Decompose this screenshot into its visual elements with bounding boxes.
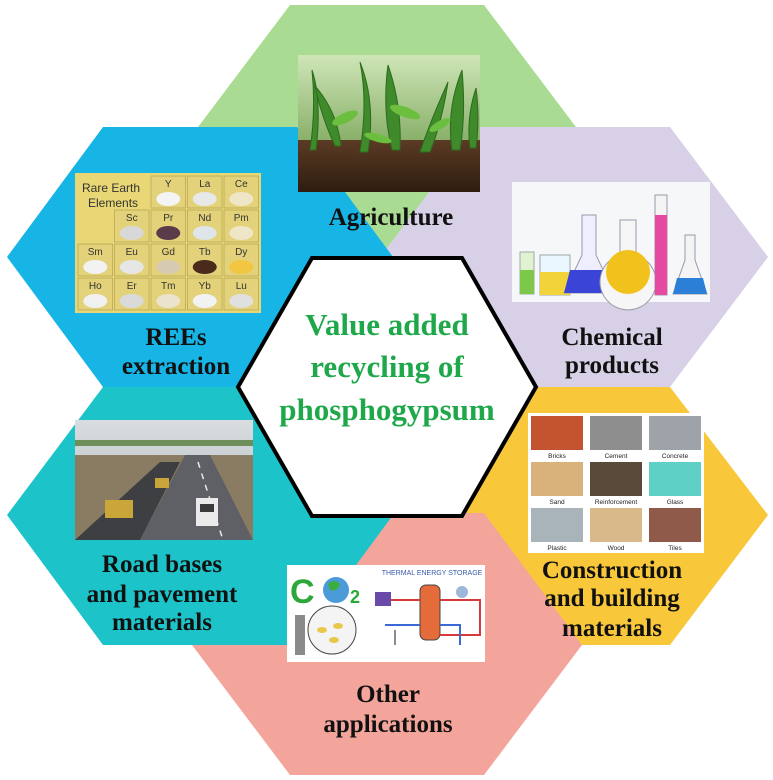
chemical-label-line1: Chemical (561, 324, 662, 351)
ree-cell-nd: Nd (187, 209, 223, 243)
center-title-line3: phosphogypsum (279, 392, 495, 427)
ree-symbol: Sm (88, 247, 103, 258)
center-title-line1: Value added (305, 307, 468, 342)
ree-symbol: Pr (163, 213, 174, 224)
rees-table-title-line1: Rare Earth (82, 181, 140, 195)
other-photo: C 2 THERMAL ENERGY STORAGE (287, 565, 485, 662)
ree-symbol: Eu (126, 247, 138, 258)
road-label-line3: materials (112, 609, 212, 636)
rees-label-line1: REEs (145, 324, 206, 351)
construction-label-line2: and building (544, 585, 680, 612)
rees-label-line2: extraction (122, 353, 230, 380)
ree-cell-pm: Pm (223, 209, 259, 243)
ree-cell-gd: Gd (150, 243, 186, 277)
construction-photo: Bricks Cement Concrete Sand Reinforcemen… (528, 413, 704, 553)
material-cement: Cement (605, 453, 628, 460)
ree-symbol: Gd (162, 247, 175, 258)
ree-symbol: Tb (199, 247, 211, 258)
hex-center (235, 256, 539, 518)
ree-cell-sm: Sm (77, 243, 113, 277)
ree-cell-ce: Ce (223, 175, 259, 209)
ree-symbol: La (199, 179, 211, 190)
ree-symbol: Yb (199, 281, 212, 292)
material-tiles-row3 (531, 508, 701, 542)
ree-symbol: Nd (198, 213, 211, 224)
ree-cell-yb: Yb (187, 277, 223, 311)
material-plastic: Plastic (547, 545, 567, 552)
thermal-storage-title: THERMAL ENERGY STORAGE (382, 570, 483, 577)
ree-symbol: Er (127, 281, 138, 292)
ree-symbol: Dy (235, 247, 247, 258)
material-wood: Wood (608, 545, 625, 552)
chemical-photo (512, 182, 710, 311)
road-photo (75, 420, 253, 541)
other-label-line2: applications (323, 711, 452, 738)
road-label-line2: and pavement (87, 581, 238, 608)
material-tiles-row2 (531, 462, 701, 496)
ree-cell-la: La (187, 175, 223, 209)
ree-symbol: Y (165, 179, 172, 190)
ree-symbol: Lu (236, 281, 247, 292)
material-bricks: Bricks (548, 453, 566, 460)
ree-cell-tb: Tb (187, 243, 223, 277)
material-glass: Glass (667, 499, 684, 506)
agriculture-label: Agriculture (329, 204, 454, 231)
rees-table-title-line2: Elements (88, 196, 138, 210)
construction-label-line1: Construction (542, 557, 682, 584)
ree-cell-y: Y (150, 175, 186, 209)
material-tiles: Tiles (668, 545, 682, 552)
ree-symbol: Tm (161, 281, 175, 292)
ree-cell-sc: Sc (114, 209, 150, 243)
ree-cell-tm: Tm (150, 277, 186, 311)
construction-label-line3: materials (562, 615, 662, 642)
center-title-line2: recycling of (310, 349, 464, 384)
road-label-line1: Road bases (102, 551, 222, 578)
material-reinforcement: Reinforcement (595, 499, 637, 506)
agriculture-photo (298, 55, 480, 192)
material-tiles-row1 (531, 416, 701, 450)
globe-icon (323, 577, 349, 603)
ree-symbol: Sc (126, 213, 138, 224)
ree-symbol: Ce (235, 179, 248, 190)
ree-cell-eu: Eu (114, 243, 150, 277)
material-concrete: Concrete (662, 453, 689, 460)
ree-cell-er: Er (114, 277, 150, 311)
ree-symbol: Ho (89, 281, 102, 292)
chemical-label-line2: products (565, 352, 659, 379)
co2-subscript: 2 (350, 587, 360, 607)
other-label-line1: Other (356, 681, 420, 708)
ree-cell-dy: Dy (223, 243, 259, 277)
material-sand: Sand (549, 499, 565, 506)
ree-symbol: Pm (234, 213, 249, 224)
ree-cell-ho: Ho (77, 277, 113, 311)
ree-cell-pr: Pr (150, 209, 186, 243)
ree-cell-lu: Lu (223, 277, 259, 311)
co2-letter-c: C (290, 573, 315, 611)
